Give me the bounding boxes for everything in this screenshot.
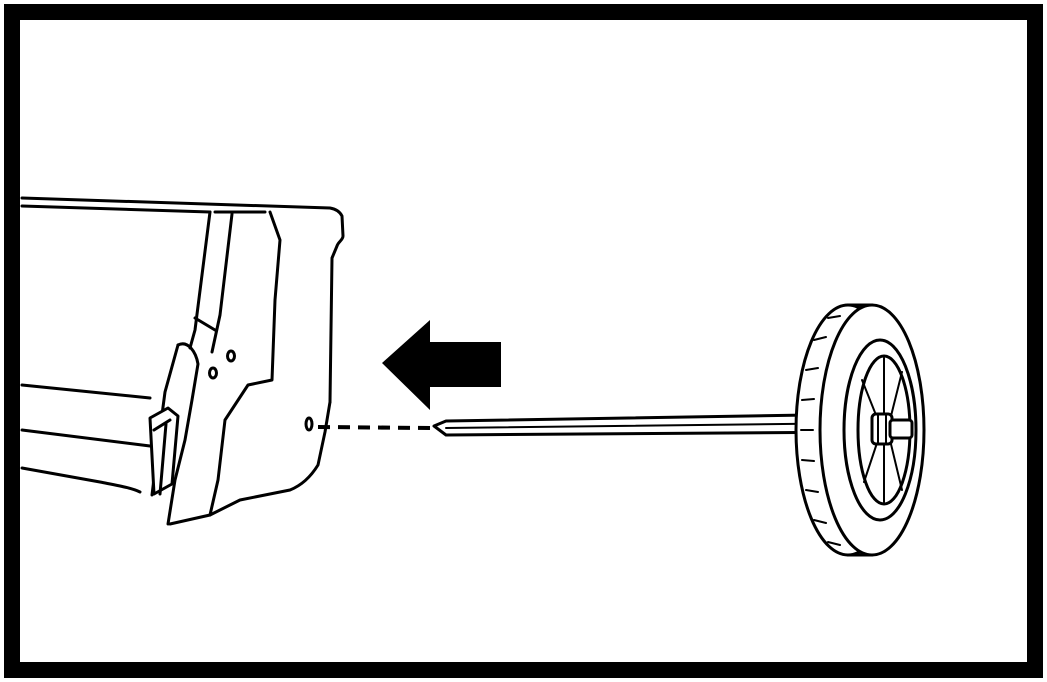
spreader-housing-icon (20, 196, 345, 526)
wheel-axle-icon (432, 303, 926, 557)
diagram-frame (4, 4, 1043, 678)
left-arrow-icon (382, 320, 501, 410)
alignment-guide-line (317, 425, 431, 430)
